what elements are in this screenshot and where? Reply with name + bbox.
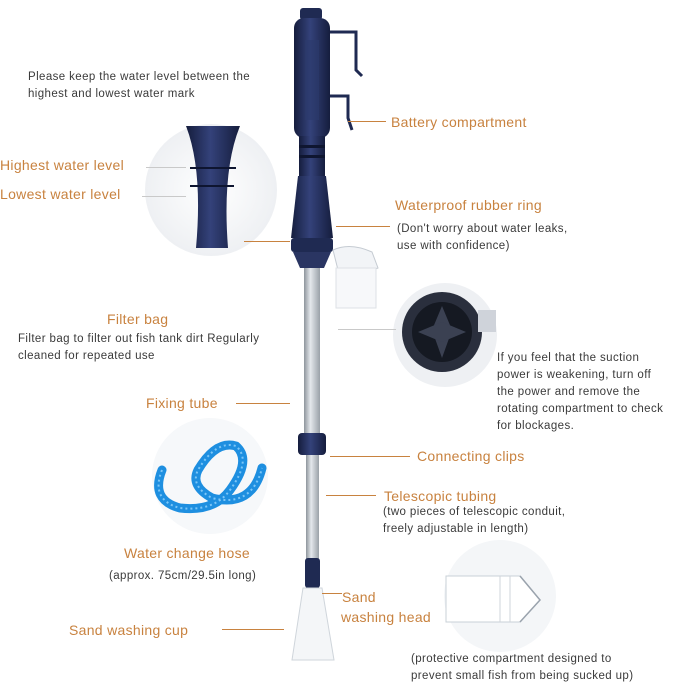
head-note: (protective compartment designed to prev… (411, 653, 634, 682)
lowest-water-level-label: Lowest water level (0, 186, 121, 202)
sand-cup-leader (222, 629, 284, 630)
fixing-leader (236, 403, 290, 404)
telescopic-tubing-label: Telescopic tubing (384, 488, 497, 504)
telescopic-tube-shape (306, 455, 319, 565)
highest-water-level-label: Highest water level (0, 157, 124, 173)
zoom-leader (244, 241, 290, 242)
rotating-compartment-zoom (393, 283, 497, 387)
suction-note: If you feel that the suction power is we… (497, 352, 664, 432)
sand-washing-head-label-2: washing head (341, 609, 431, 625)
water-level-zoom (145, 124, 277, 256)
telescopic-note: (two pieces of telescopic conduit, freel… (383, 506, 566, 535)
sand-cup-shape (291, 587, 335, 661)
clips-leader (330, 456, 410, 457)
battery-leader (348, 121, 386, 122)
battery-compartment-body (294, 8, 364, 138)
fixing-tube-shape (304, 268, 320, 436)
waterproof-ring-label: Waterproof rubber ring (395, 197, 542, 213)
lowest-leader (142, 196, 186, 197)
filter-bag-label: Filter bag (107, 311, 169, 327)
sand-head-zoom (444, 540, 556, 652)
connecting-clips-label: Connecting clips (417, 448, 525, 464)
sand-head-leader (322, 593, 342, 594)
battery-compartment-label: Battery compartment (391, 114, 527, 130)
filter-bag-note: Filter bag to filter out fish tank dirt … (18, 333, 260, 362)
sand-washing-cup-label: Sand washing cup (69, 622, 189, 638)
rubber-leader (336, 226, 390, 227)
water-level-note: Please keep the water level between the … (28, 71, 251, 100)
fixing-tube-label: Fixing tube (146, 395, 218, 411)
connecting-clip-shape (298, 433, 326, 455)
telescopic-leader (326, 495, 376, 496)
hose-zoom (152, 418, 268, 534)
hose-note: (approx. 75cm/29.5in long) (109, 570, 257, 582)
waterproof-note: (Don't worry about water leaks, use with… (397, 223, 568, 252)
highest-leader (146, 167, 186, 168)
filter-chamber (332, 246, 379, 309)
lower-clip-shape (305, 558, 320, 588)
sand-washing-head-label-1: Sand (342, 589, 376, 605)
handle-neck (291, 136, 333, 268)
water-change-hose-label: Water change hose (124, 545, 250, 561)
filter-leader (338, 329, 396, 330)
